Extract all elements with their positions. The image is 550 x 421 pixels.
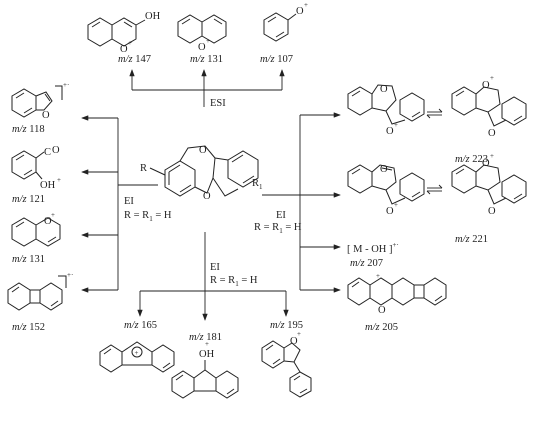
ei-right-condition: R = R1 = H <box>254 222 302 235</box>
furan-oxygen: O <box>203 191 211 202</box>
substituent-r1: R1 <box>252 178 263 191</box>
svg-text:+: + <box>394 121 398 129</box>
svg-text:+: + <box>490 74 494 82</box>
svg-text:O: O <box>488 128 496 139</box>
svg-text:O: O <box>296 6 304 17</box>
ei-bottom-condition: R = R1 = H <box>210 275 258 288</box>
substituent-r: R <box>140 163 147 174</box>
ion-mz147: OH O + m/z 147 <box>87 11 161 65</box>
bottom-ei-arrows <box>137 232 289 321</box>
svg-text:+: + <box>51 211 55 219</box>
svg-text:O: O <box>42 110 50 121</box>
svg-text:OH: OH <box>40 180 56 191</box>
svg-text:+: + <box>394 201 398 209</box>
ion-mz165: + <box>99 341 175 373</box>
svg-text:+: + <box>297 330 301 338</box>
svg-text:+: + <box>376 272 380 280</box>
pterocarpan-core-structure: O O R R1 <box>140 145 263 202</box>
svg-text:OH: OH <box>145 11 161 22</box>
ion-mz195: O + <box>261 330 312 398</box>
svg-text:O: O <box>482 158 490 169</box>
svg-text:O: O <box>378 305 386 316</box>
ion-mz118: O +· m/z 118 <box>11 81 69 135</box>
svg-text:+: + <box>57 176 61 184</box>
ei-left-condition: R = R1 = H <box>124 210 172 223</box>
mz205-label: m/z 205 <box>365 322 398 333</box>
ei-left-label: EI <box>124 196 134 207</box>
svg-text:O: O <box>120 44 128 55</box>
ring-oxygen: O <box>199 145 207 156</box>
svg-text:O: O <box>290 336 298 347</box>
svg-text:+·: +· <box>63 81 69 89</box>
svg-text:O: O <box>386 206 394 217</box>
mz181-label: m/z 181 <box>189 332 222 343</box>
svg-text:+: + <box>205 340 209 348</box>
mz131-top-label: m/z 131 <box>190 54 223 65</box>
svg-text:+: + <box>206 37 210 45</box>
esi-label: ESI <box>210 98 226 109</box>
equilibrium-arrows <box>426 108 443 195</box>
left-ei-arrows <box>81 115 158 293</box>
mz131-left-label: m/z 131 <box>12 254 45 265</box>
m-oh-label: [ M - OH ]+· <box>347 241 399 255</box>
svg-text:O: O <box>198 42 206 53</box>
svg-text:O: O <box>488 206 496 217</box>
esi-arrows <box>129 69 285 107</box>
mz107-label: m/z 107 <box>260 54 293 65</box>
svg-text:O: O <box>44 216 52 227</box>
ion-mz221-b: O + O <box>451 152 527 217</box>
ion-mz181: + OH <box>171 340 239 399</box>
svg-text:+: + <box>135 349 139 357</box>
svg-text:O: O <box>380 84 388 95</box>
svg-text:+: + <box>490 152 494 160</box>
mz207-label: m/z 207 <box>350 258 383 269</box>
mz147-label: m/z 147 <box>118 54 151 65</box>
mz195-label: m/z 195 <box>270 320 303 331</box>
mz223-label: m/z 223 <box>455 154 488 165</box>
ion-mz131-top: O + m/z 131 <box>177 14 227 65</box>
ion-mz131-left: O + m/z 131 <box>11 211 61 265</box>
ion-mz107: O + m/z 107 <box>260 1 308 65</box>
right-ei-arrows <box>262 112 341 293</box>
mz121-label: m/z 121 <box>12 194 45 205</box>
mz152-label: m/z 152 <box>12 322 45 333</box>
svg-text:C: C <box>44 147 51 158</box>
mz118-label: m/z 118 <box>12 124 45 135</box>
ion-mz205: O + <box>347 272 447 316</box>
svg-text:O: O <box>386 126 394 137</box>
ion-mz221-a: O O + <box>347 164 425 217</box>
svg-text:O: O <box>482 80 490 91</box>
ion-mz223-a: O O + <box>347 84 425 137</box>
svg-text:OH: OH <box>199 349 215 360</box>
svg-text:O: O <box>380 164 388 175</box>
ion-mz121: C O OH + m/z 121 <box>11 145 61 205</box>
svg-text:+·: +· <box>67 271 73 279</box>
mz221-label: m/z 221 <box>455 234 488 245</box>
svg-text:+: + <box>128 39 132 47</box>
ei-bottom-label: EI <box>210 262 220 273</box>
mz165-label: m/z 165 <box>124 320 157 331</box>
ion-mz152: +· m/z 152 <box>7 271 73 333</box>
svg-text:O: O <box>52 145 60 156</box>
ei-right-label: EI <box>276 210 286 221</box>
ion-mz223-b: O + O <box>451 74 527 139</box>
svg-text:+: + <box>304 1 308 9</box>
